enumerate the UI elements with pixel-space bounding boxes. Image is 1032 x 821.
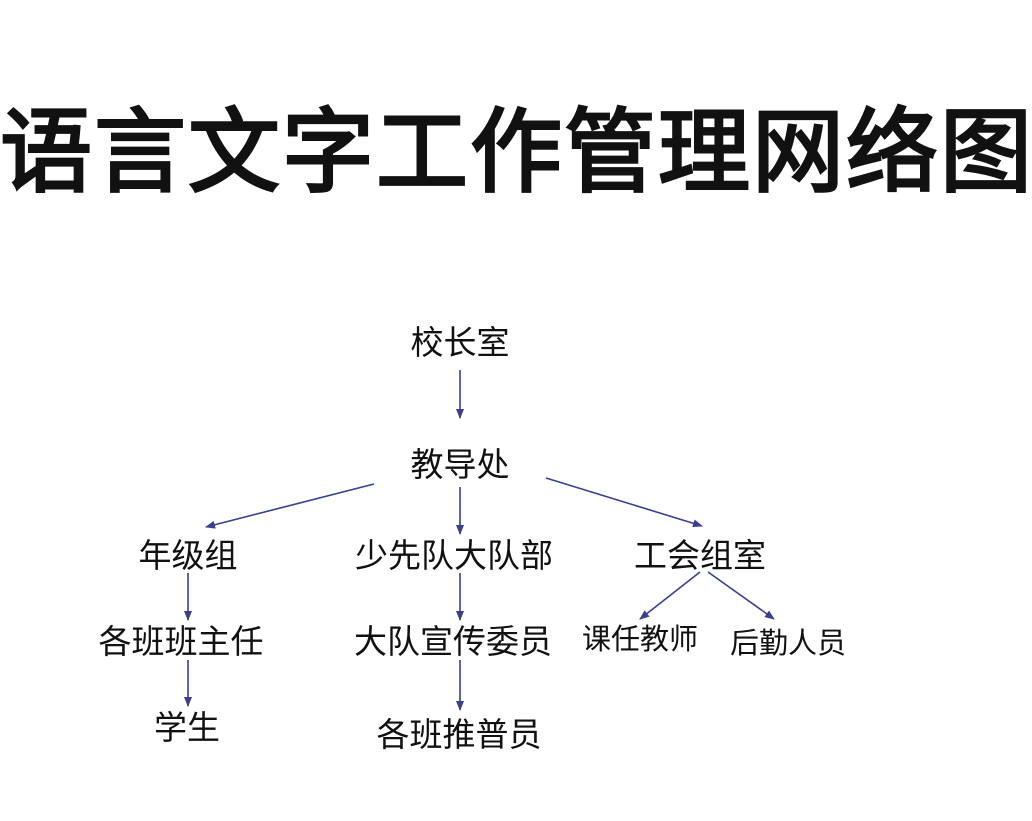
edge-teaching-to-union: [545, 477, 703, 528]
node-logistics-staff: 后勤人员: [729, 626, 847, 660]
node-brigade-publicity-member: 大队宣传委员: [354, 622, 552, 661]
node-subject-teachers: 课任教师: [581, 622, 699, 656]
edge-teaching-to-grade: [205, 483, 375, 529]
node-class-head-teachers: 各班班主任: [98, 622, 264, 661]
node-students: 学生: [154, 708, 220, 747]
node-union-group: 工会组室: [634, 536, 766, 575]
node-class-promoters: 各班推普员: [376, 715, 542, 754]
node-teaching-office: 教导处: [410, 445, 510, 484]
node-principal-office: 校长室: [410, 323, 510, 362]
edge-union-to-subjectteachers: [639, 571, 701, 620]
node-grade-group: 年级组: [138, 536, 238, 575]
node-young-pioneers-brigade: 少先队大队部: [355, 536, 553, 575]
edge-union-to-logistics: [707, 571, 775, 620]
diagram-title: 语言文字工作管理网络图: [0, 99, 1032, 206]
